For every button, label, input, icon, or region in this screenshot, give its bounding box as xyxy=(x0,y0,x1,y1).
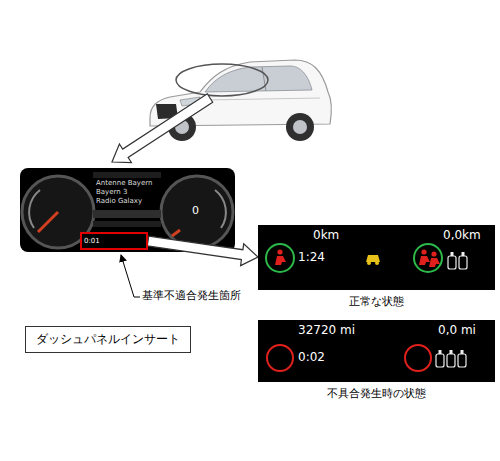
trip-text: 0,0 mi xyxy=(438,324,476,338)
station-name: Antenne Bayern xyxy=(96,179,152,187)
defect-highlight-box: 0:01 xyxy=(80,232,148,250)
label-box: ダッシュパネルインサート xyxy=(25,326,191,353)
panel-caption: 不具合発生時の状態 xyxy=(258,388,495,401)
car-illustration xyxy=(150,60,331,141)
callout-label: 基準不適合発生箇所 xyxy=(142,290,241,303)
box-text: ダッシュパネルインサート xyxy=(36,332,180,346)
station-name: Radio Galaxy xyxy=(96,197,142,205)
fault-display-panel: 32720 mi 0:02 0,0 mi 不具合発生時の状態 xyxy=(258,320,495,403)
panel-caption: 正常な状態 xyxy=(258,296,495,309)
trip-text: 0,0km xyxy=(443,229,481,243)
dashboard-illustration xyxy=(20,168,235,252)
display-time: 0:01 xyxy=(84,237,100,245)
block-arrow xyxy=(147,236,258,266)
time-text: 0:02 xyxy=(298,351,325,365)
zoom-arrow xyxy=(112,94,213,163)
leader-line xyxy=(121,255,140,297)
station-name: Bayern 3 xyxy=(96,188,127,196)
normal-display-panel: 0km 1:24 0,0km 正常な状態 xyxy=(258,225,495,311)
gauge-reading: 0 xyxy=(192,205,199,218)
highlight-ellipse xyxy=(176,64,268,96)
time-text: 1:24 xyxy=(298,251,325,265)
odometer-text: 0km xyxy=(313,229,339,243)
odometer-text: 32720 mi xyxy=(298,324,355,338)
